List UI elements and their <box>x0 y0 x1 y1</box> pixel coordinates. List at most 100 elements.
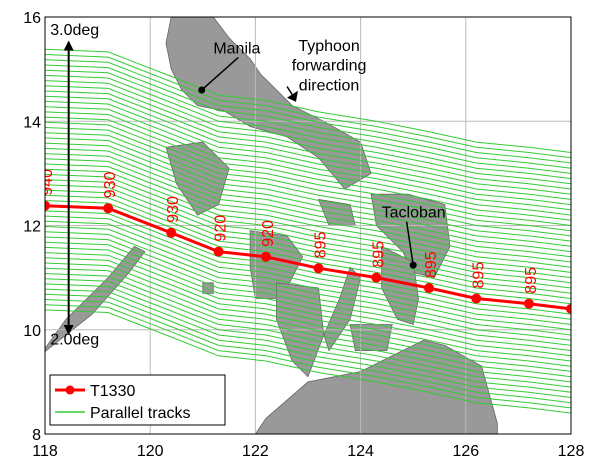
annotation-label: 3.0deg <box>50 22 99 39</box>
parallel-track-line <box>45 64 571 169</box>
y-tick-label: 12 <box>23 219 41 236</box>
track-point <box>260 251 271 262</box>
pressure-label: 895 <box>423 251 440 278</box>
parallel-track-line <box>45 309 571 414</box>
track-point <box>566 303 571 314</box>
x-tick-label: 118 <box>32 443 58 460</box>
annotation-label: Typhoon <box>298 38 359 55</box>
parallel-track-line <box>45 241 571 346</box>
pressure-label: 895 <box>313 231 330 258</box>
parallel-track-line <box>45 95 571 200</box>
track-point <box>523 298 534 309</box>
parallel-track-line <box>45 127 571 232</box>
parallel-track-line <box>45 121 571 226</box>
track-point <box>371 272 382 283</box>
track-point <box>423 283 434 294</box>
y-tick-label: 14 <box>23 114 41 131</box>
annotation-leader <box>405 221 414 266</box>
pressure-label: 930 <box>102 172 119 199</box>
annotation-leader <box>201 56 239 91</box>
parallel-track-line <box>45 262 571 367</box>
parallel-track-line <box>45 111 571 216</box>
parallel-track-line <box>45 246 571 352</box>
parallel-track-line <box>45 100 571 206</box>
pressure-label: 895 <box>470 262 487 289</box>
parallel-track-line <box>45 137 571 242</box>
track-point <box>103 203 114 214</box>
y-tick-label: 8 <box>32 427 41 444</box>
parallel-track-line <box>45 210 571 315</box>
parallel-track-line <box>45 116 571 221</box>
plot-frame <box>44 16 572 435</box>
parallel-track-line <box>45 236 571 341</box>
track-point <box>471 293 482 304</box>
parallel-track-line <box>45 163 571 268</box>
parallel-track-line <box>45 278 571 383</box>
parallel-track-line <box>45 179 571 284</box>
parallel-track-line <box>45 147 571 253</box>
legend-main-marker <box>65 385 75 395</box>
parallel-track-line <box>45 132 571 237</box>
parallel-track-line <box>45 142 571 247</box>
axis-ticks: 118 120 122 124 126 128 8 10 12 14 16 <box>23 10 584 460</box>
x-tick-label: 122 <box>242 443 269 460</box>
track-point <box>166 227 177 238</box>
direction-arrow-head <box>286 90 298 102</box>
parallel-track-line <box>45 80 571 185</box>
parallel-track-line <box>45 54 571 159</box>
parallel-track-line <box>45 273 571 378</box>
direction-arrow <box>286 86 294 97</box>
parallel-track-line <box>45 257 571 362</box>
parallel-track-line <box>45 215 571 320</box>
parallel-track-line <box>45 267 571 372</box>
mindanao-landmass <box>254 339 498 434</box>
parallel-track-line <box>45 59 571 164</box>
parallel-track-line <box>45 194 571 299</box>
pressure-label: 920 <box>213 215 230 242</box>
parallel-track-line <box>45 283 571 388</box>
parallel-track-line <box>45 226 571 331</box>
parallel-track-line <box>45 231 571 336</box>
parallel-track-line <box>45 85 571 190</box>
parallel-track-line <box>45 173 571 279</box>
legend-label: Parallel tracks <box>90 405 190 422</box>
annotation-label: direction <box>299 77 359 94</box>
x-tick-label: 126 <box>452 443 479 460</box>
pressure-label: 920 <box>260 220 277 247</box>
parallel-track-line <box>45 184 571 289</box>
parallel-track-line <box>45 168 571 273</box>
parallel-track-line <box>45 74 571 180</box>
bohol-landmass <box>349 324 393 351</box>
parallel-track-line <box>45 69 571 174</box>
x-tick-label: 124 <box>347 443 374 460</box>
parallel-track-line <box>45 252 571 357</box>
parallel-track-line <box>45 304 571 409</box>
parallel-tracks <box>45 48 571 414</box>
y-tick-label: 16 <box>23 10 41 27</box>
pressure-label: 930 <box>165 196 182 223</box>
track-point <box>313 263 324 274</box>
y-tick-label: 10 <box>23 323 41 340</box>
annotation-label: forwarding <box>292 58 367 75</box>
parallel-track-line <box>45 153 571 258</box>
parallel-track-line <box>45 106 571 211</box>
legend-box <box>49 374 226 426</box>
annotation-label: Tacloban <box>382 205 446 222</box>
legend-label: T1330 <box>90 383 135 400</box>
parallel-track-line <box>45 220 571 325</box>
track-point <box>45 200 50 211</box>
city-point <box>198 86 206 94</box>
parallel-track-line <box>45 189 571 294</box>
x-tick-label: 120 <box>137 443 164 460</box>
arrow-head-down <box>63 324 74 335</box>
pressure-label: 895 <box>523 267 540 294</box>
x-tick-label: 128 <box>558 443 585 460</box>
parallel-track-line <box>45 293 571 398</box>
parallel-track-line <box>45 299 571 404</box>
annotation-label: 2.0deg <box>50 331 99 348</box>
city-point <box>409 261 417 269</box>
